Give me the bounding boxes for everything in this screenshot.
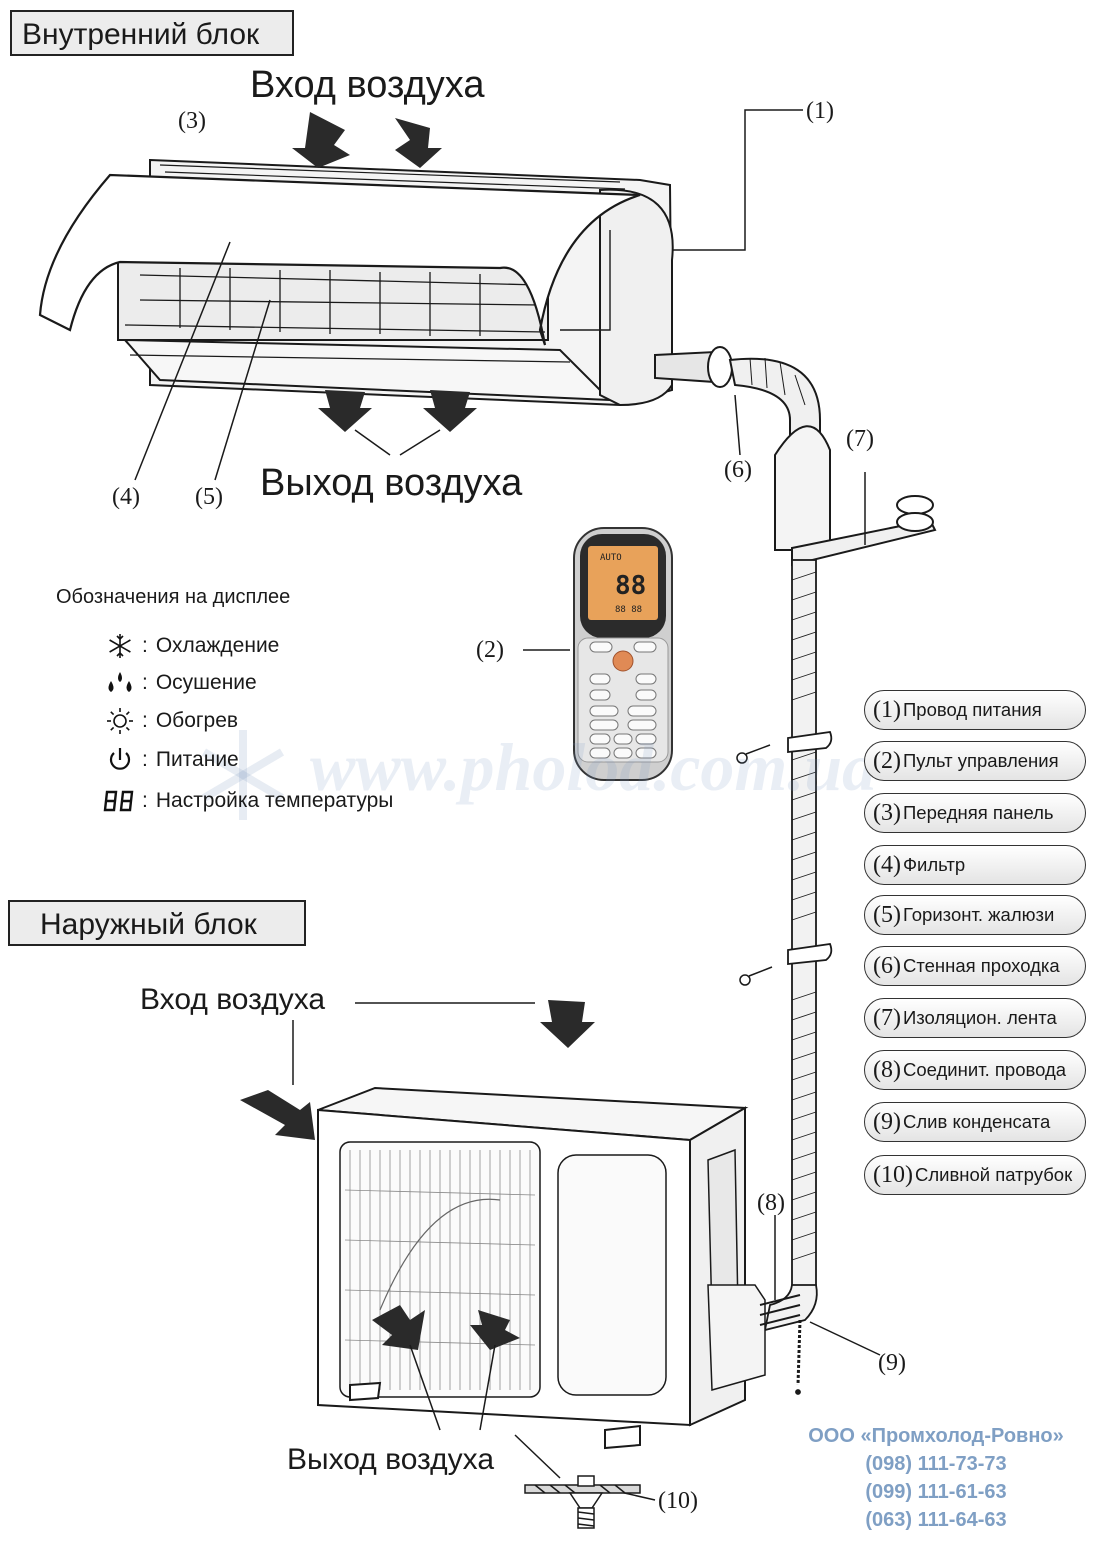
part-number: (6) xyxy=(873,952,901,979)
callout-3: (3) xyxy=(178,108,206,134)
outdoor-air-out-label: Выход воздуха xyxy=(287,1443,494,1476)
part-pill-7: (7)Изоляцион. лента xyxy=(864,998,1086,1038)
company-info: ООО «Промхолод-Ровно» (098) 111-73-73 (0… xyxy=(790,1422,1082,1534)
indoor-leader-lines xyxy=(134,109,866,545)
callout-6: (6) xyxy=(724,457,752,483)
legend-row-cooling: : Охлаждение xyxy=(100,631,279,661)
part-pill-9: (9)Слив конденсата xyxy=(864,1102,1086,1142)
part-pill-5: (5)Горизонт. жалюзи xyxy=(864,895,1086,935)
watermark-snowflake-icon xyxy=(201,730,285,820)
pipe-bundle-illustration xyxy=(763,559,833,1395)
part-pill-4: (4)Фильтр xyxy=(864,845,1086,885)
callout-8: (8) xyxy=(757,1190,785,1216)
outdoor-air-in-label: Вход воздуха xyxy=(140,983,326,1016)
sun-icon xyxy=(100,706,140,736)
part-pill-6: (6)Стенная проходка xyxy=(864,946,1086,986)
indoor-air-out-arrows xyxy=(318,390,477,432)
indoor-unit-illustration xyxy=(38,158,937,567)
legend-label-cooling: Охлаждение xyxy=(155,634,280,657)
part-number: (5) xyxy=(873,901,901,928)
part-pill-10: (10)Сливной патрубок xyxy=(864,1155,1086,1195)
outdoor-leader-lines xyxy=(292,1002,656,1501)
watermark-text: www.pholod.com.ua xyxy=(310,729,877,805)
company-phone-3: (063) 111-64-63 xyxy=(865,1509,1007,1531)
wall-screws xyxy=(736,744,773,986)
part-label: Стенная проходка xyxy=(902,955,1060,976)
snowflake-icon xyxy=(100,631,140,661)
part-label: Сливной патрубок xyxy=(914,1164,1073,1185)
drain-nozzle-illustration xyxy=(524,1475,641,1529)
part-pill-8: (8)Соединит. провода xyxy=(864,1050,1086,1090)
part-number: (7) xyxy=(873,1004,901,1031)
remote-control-illustration: AUTO 88 88 88 xyxy=(523,527,673,781)
svg-text:88 88: 88 88 xyxy=(615,605,642,615)
callout-5: (5) xyxy=(195,484,223,510)
segment-88-icon xyxy=(100,786,140,816)
indoor-air-out-leaders xyxy=(354,429,441,456)
part-label: Слив конденсата xyxy=(902,1111,1051,1132)
part-number: (8) xyxy=(873,1056,901,1083)
outdoor-unit-illustration xyxy=(317,1086,801,1450)
indoor-unit-title: Внутренний блок xyxy=(10,10,294,56)
legend-label-heating: Обогрев xyxy=(155,709,239,732)
part-number: (3) xyxy=(873,799,901,826)
part-label: Фильтр xyxy=(902,854,966,875)
legend-label-power: Питание xyxy=(155,748,239,771)
legend-row-drying: : Осушение xyxy=(100,668,257,698)
legend-row-temperature: : Настройка температуры xyxy=(100,786,393,816)
part-pill-3: (3)Передняя панель xyxy=(864,793,1086,833)
part-number: (10) xyxy=(873,1161,913,1188)
drops-icon xyxy=(100,668,140,698)
outdoor-air-out-arrows xyxy=(372,1305,520,1350)
indoor-air-out-label: Выход воздуха xyxy=(260,462,523,504)
power-icon xyxy=(100,745,140,775)
legend-row-power: : Питание xyxy=(100,745,239,775)
indoor-air-in-label: Вход воздуха xyxy=(250,64,485,106)
part-pill-1: (1)Провод питания xyxy=(864,690,1086,730)
part-label: Пульт управления xyxy=(902,750,1059,771)
part-number: (4) xyxy=(873,851,901,878)
company-phone-2: (099) 111-61-63 xyxy=(865,1481,1007,1503)
legend-label-drying: Осушение xyxy=(155,671,257,694)
callout-4: (4) xyxy=(112,484,140,510)
part-number: (2) xyxy=(873,747,901,774)
company-name: ООО «Промхолод-Ровно» xyxy=(808,1425,1064,1447)
display-legend-title: Обозначения на дисплее xyxy=(56,586,291,608)
svg-text:88: 88 xyxy=(615,571,646,601)
part-number: (1) xyxy=(873,696,901,723)
pipe-leader-lines xyxy=(774,1215,881,1356)
part-label: Изоляцион. лента xyxy=(902,1007,1057,1028)
callout-7: (7) xyxy=(846,426,874,452)
part-pill-2: (2)Пульт управления xyxy=(864,741,1086,781)
svg-text:AUTO: AUTO xyxy=(600,553,622,563)
indoor-air-in-arrows xyxy=(292,112,442,168)
part-label: Соединит. провода xyxy=(902,1059,1067,1080)
company-phone-1: (098) 111-73-73 xyxy=(865,1453,1007,1475)
part-label: Горизонт. жалюзи xyxy=(902,904,1055,925)
callout-1: (1) xyxy=(806,98,834,124)
part-label: Передняя панель xyxy=(902,802,1054,823)
callout-2: (2) xyxy=(476,637,504,663)
legend-label-temperature: Настройка температуры xyxy=(155,789,394,812)
part-label: Провод питания xyxy=(902,699,1042,720)
part-number: (9) xyxy=(873,1108,901,1135)
legend-row-heating: : Обогрев xyxy=(100,706,238,736)
outdoor-unit-title: Наружный блок xyxy=(8,900,306,946)
outdoor-air-in-arrows xyxy=(240,1000,595,1140)
callout-9: (9) xyxy=(878,1350,906,1376)
callout-10: (10) xyxy=(658,1488,698,1514)
